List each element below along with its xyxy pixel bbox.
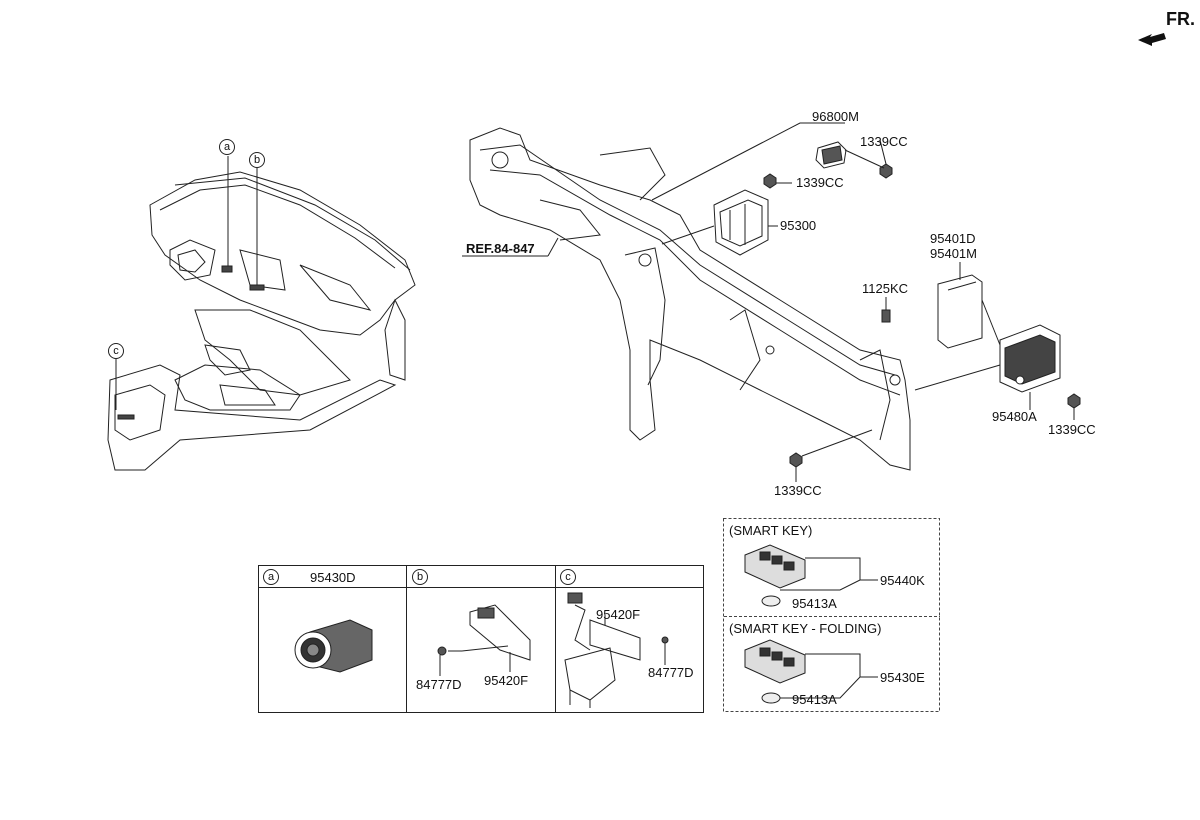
smart-key-folding-illustration xyxy=(744,639,878,704)
table-marker-c: c xyxy=(560,569,576,585)
leader-lines xyxy=(651,122,1075,482)
fastener-icons xyxy=(763,163,1081,468)
callout-c: c xyxy=(108,343,124,359)
part-label-95300: 95300 xyxy=(780,218,817,233)
table-part-95430D: 95430D xyxy=(310,570,356,585)
part-label-1339CC-bottom: 1339CC xyxy=(774,483,822,498)
part-label-95480A: 95480A xyxy=(992,409,1037,424)
part-label-96800M: 96800M xyxy=(812,109,859,124)
smart-key-battery-label: 95413A xyxy=(792,596,837,611)
smart-key-folding-title: (SMART KEY - FOLDING) xyxy=(729,621,882,636)
smart-key-folding-part-label: 95430E xyxy=(880,670,925,685)
cross-car-beam-illustration xyxy=(469,127,911,471)
module-96800M-illustration xyxy=(815,141,847,169)
table-marker-a: a xyxy=(263,569,279,585)
module-95300-illustration xyxy=(713,189,769,256)
start-button-illustration xyxy=(294,619,373,673)
part-label-1125KC: 1125KC xyxy=(862,281,909,296)
reference-label: REF.84-847 xyxy=(466,241,535,256)
part-label-1339CC-right: 1339CC xyxy=(1048,422,1096,437)
detail-c-part-label: 95420F xyxy=(596,607,641,622)
module-95401-illustration xyxy=(937,274,983,349)
part-label-1339CC-top: 1339CC xyxy=(860,134,908,149)
smart-key-folding-battery-label: 95413A xyxy=(792,692,837,707)
bracket-b-illustration xyxy=(437,604,531,676)
part-label-95401D: 95401D xyxy=(930,231,976,246)
part-label-1339CC-mid: 1339CC xyxy=(796,175,844,190)
detail-table-frame xyxy=(258,565,704,713)
detail-c-fastener-label: 84777D xyxy=(648,665,694,680)
smart-key-illustration xyxy=(744,544,878,607)
callout-a: a xyxy=(219,139,235,155)
front-arrow-icon xyxy=(1138,33,1166,46)
callout-b: b xyxy=(249,152,265,168)
smart-key-title: (SMART KEY) xyxy=(729,523,813,538)
smart-key-frame xyxy=(723,518,940,712)
table-marker-b: b xyxy=(412,569,428,585)
front-direction-label: FR. xyxy=(1166,9,1195,29)
bracket-c-illustration xyxy=(564,592,669,708)
detail-b-fastener-label: 84777D xyxy=(416,677,462,692)
part-label-95401M: 95401M xyxy=(930,246,977,261)
smart-key-part-label: 95440K xyxy=(880,573,925,588)
dashboard-illustration xyxy=(107,156,416,471)
detail-b-part-label: 95420F xyxy=(484,673,529,688)
module-95480A-illustration xyxy=(999,324,1061,393)
